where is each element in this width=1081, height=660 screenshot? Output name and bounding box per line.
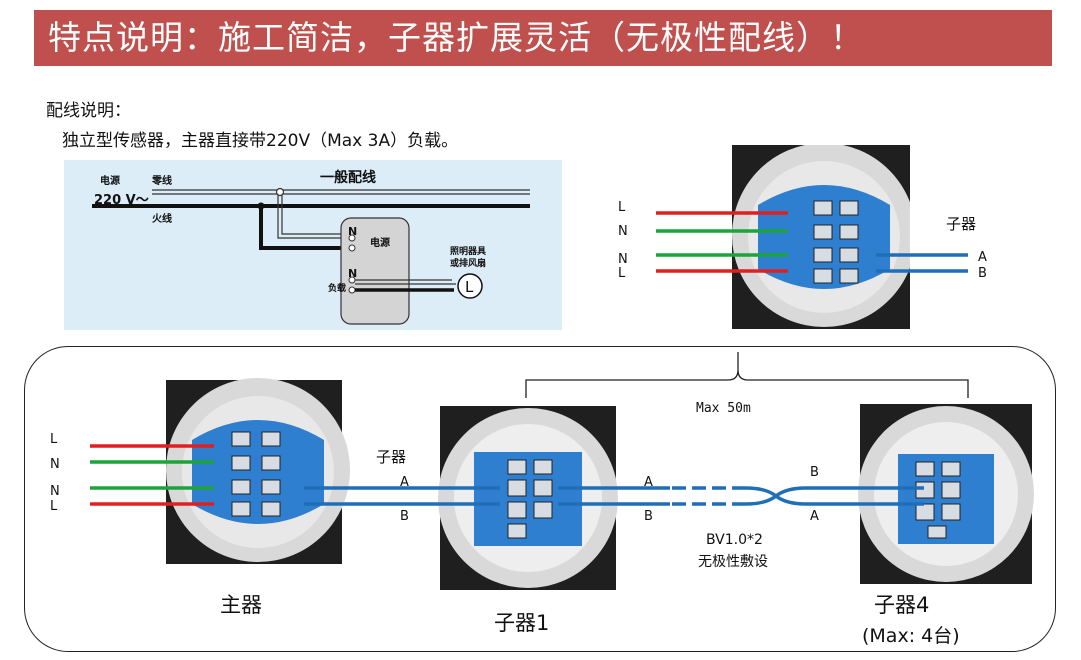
lamp-symbol	[457, 273, 483, 299]
n-top-label: N	[348, 225, 357, 238]
n-bottom-label: N	[348, 267, 357, 280]
top-slave-label: 子器	[946, 215, 976, 233]
main-terminal-label-2: N	[50, 457, 60, 472]
top-terminal-label-4: L	[618, 266, 626, 281]
top-terminal-label-3: N	[618, 252, 628, 267]
slave1-a-label: A	[400, 475, 409, 490]
max-distance-label: Max 50m	[696, 401, 751, 416]
page-title-banner: 特点说明：施工简洁，子器扩展灵活（无极性配线）！	[34, 10, 1052, 66]
slave4-photo	[858, 404, 1034, 584]
load-label: 负载	[328, 282, 346, 294]
power-label: 电源	[370, 236, 390, 249]
slave1-b-label: B	[400, 509, 409, 524]
main-terminal-label-3: N	[50, 484, 60, 499]
slave1-terminal-block	[474, 452, 582, 546]
main-unit-photo	[166, 378, 350, 564]
distance-brace	[525, 369, 969, 398]
top-out-a-label: A	[978, 250, 987, 265]
link-b-right-label: B	[810, 465, 819, 480]
wiring-description: 独立型传感器，主器直接带220V（Max 3A）负载。	[62, 131, 459, 151]
wiring-schematic: L 电源 零线 220 V～ 火线 一般配线 N 电源 N 负载 照明器具 或排…	[92, 169, 530, 325]
wiring-heading: 配线说明：	[46, 101, 131, 121]
system-wiring-panel	[24, 346, 1056, 652]
general-wiring-title: 一般配线	[320, 169, 376, 186]
live-label: 火线	[152, 212, 172, 225]
top-terminal-label-1: L	[618, 200, 626, 215]
top-unit-diagram: L N N L 子器 A B	[600, 145, 1020, 335]
lamp-caption-1: 照明器具	[450, 246, 486, 257]
source-label: 电源	[100, 174, 120, 187]
main-terminal-label-1: L	[50, 432, 58, 447]
terminal-l-power	[348, 244, 356, 252]
link-b-left-label: B	[644, 509, 653, 524]
crossover-wire-2	[745, 486, 807, 506]
top-out-b-label: B	[978, 266, 987, 281]
main-terminal-label-4: L	[50, 499, 58, 514]
live-tap-wire	[259, 206, 348, 250]
neutral-tap-wire	[277, 195, 348, 239]
top-unit-wires: L N N L 子器 A B	[618, 200, 987, 281]
top-unit-photo	[732, 145, 910, 329]
main-terminal-block	[192, 420, 324, 524]
neutral-tap-wire-inner	[281, 195, 348, 235]
slave1-photo	[438, 406, 618, 590]
link-a-left-label: A	[644, 475, 653, 490]
slave1-name: 子器1	[494, 611, 549, 635]
slave1-input-label: 子器	[376, 448, 406, 466]
slave4-name: 子器4	[874, 593, 929, 617]
neutral-junction	[275, 187, 285, 197]
neutral-label: 零线	[151, 174, 172, 187]
slave4-max-note: (Max: 4台)	[862, 625, 960, 647]
sensor-device	[340, 217, 410, 325]
page-title: 特点说明：施工简洁，子器扩展灵活（无极性配线）！	[48, 18, 864, 57]
cable-spec-label: BV1.0*2	[706, 532, 763, 548]
cable-note-label: 无极性敷设	[698, 554, 768, 570]
voltage-label: 220 V～	[94, 193, 149, 208]
lamp-letter: L	[465, 278, 474, 296]
main-unit-name: 主器	[220, 593, 262, 617]
terminal-n-power	[348, 234, 356, 242]
link-a-right-label: A	[810, 509, 819, 524]
general-wiring-diagram: L 电源 零线 220 V～ 火线 一般配线 N 电源 N 负载 照明器具 或排…	[64, 160, 562, 330]
lamp-caption-2: 或排风扇	[450, 257, 486, 269]
top-terminal-label-2: N	[618, 224, 628, 239]
